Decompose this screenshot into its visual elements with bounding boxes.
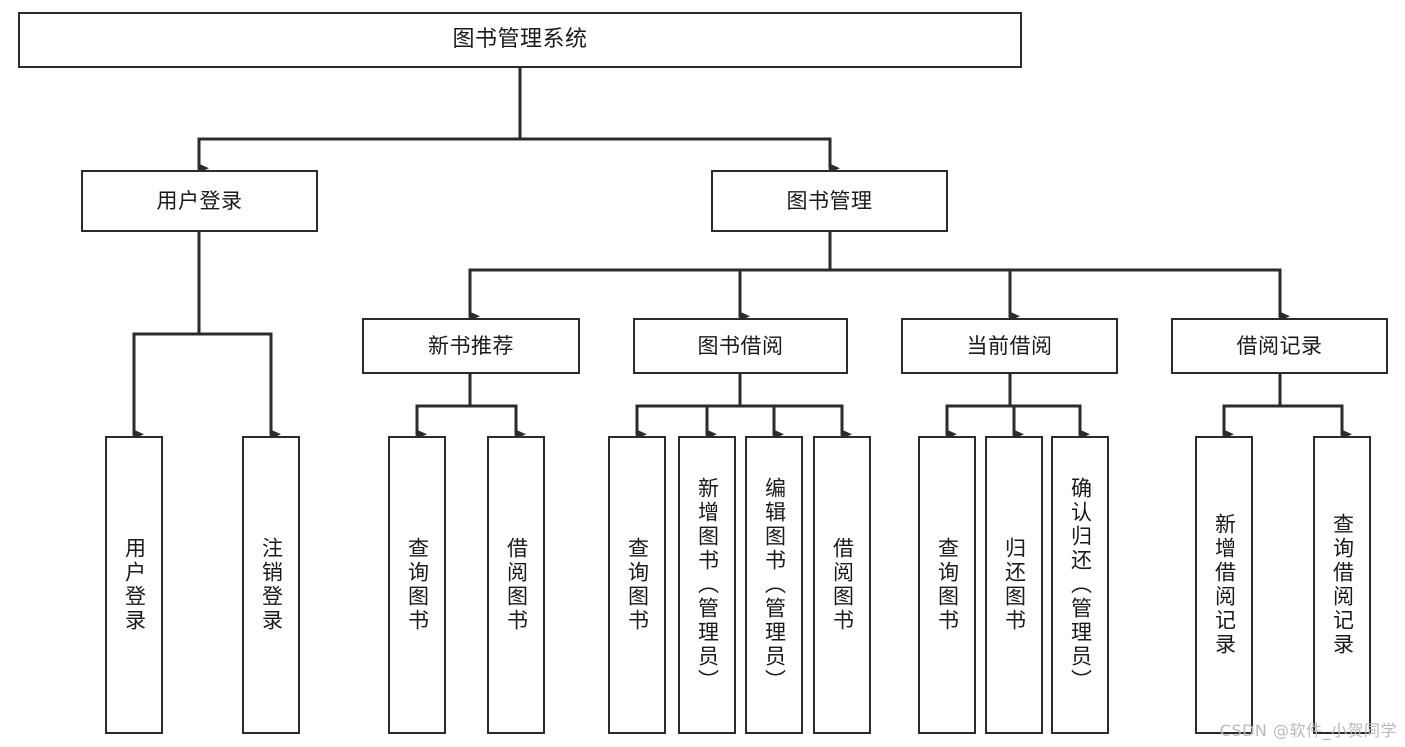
node-current-borrow[interactable]: 当前借阅 <box>901 318 1118 374</box>
node-borrow-record[interactable]: 借阅记录 <box>1171 318 1388 374</box>
node-book-manage[interactable]: 图书管理 <box>711 170 948 232</box>
node-user-login-label: 用户登录 <box>156 188 243 213</box>
node-leaf-query-book-2[interactable]: 查询图书 <box>608 436 666 734</box>
node-leaf-user-login-label: 用户登录 <box>122 537 147 633</box>
node-leaf-user-login[interactable]: 用户登录 <box>105 436 163 734</box>
node-borrow-record-label: 借阅记录 <box>1236 333 1323 358</box>
node-leaf-edit-book-label: 编辑图书（管理员） <box>762 477 787 693</box>
node-leaf-borrow-book-2-label: 借阅图书 <box>830 537 855 633</box>
node-book-borrow[interactable]: 图书借阅 <box>633 318 848 374</box>
node-leaf-confirm-return-label: 确认归还（管理员） <box>1068 477 1093 693</box>
node-root-label: 图书管理系统 <box>452 27 588 53</box>
node-leaf-logout[interactable]: 注销登录 <box>242 436 300 734</box>
node-leaf-borrow-book-1[interactable]: 借阅图书 <box>487 436 545 734</box>
node-leaf-return-book[interactable]: 归还图书 <box>985 436 1043 734</box>
node-leaf-borrow-book-1-label: 借阅图书 <box>504 537 529 633</box>
node-leaf-query-book-2-label: 查询图书 <box>625 537 650 633</box>
node-leaf-edit-book[interactable]: 编辑图书（管理员） <box>745 436 803 734</box>
node-leaf-query-book-1-label: 查询图书 <box>405 537 430 633</box>
node-leaf-add-book-label: 新增图书（管理员） <box>695 477 720 693</box>
node-book-borrow-label: 图书借阅 <box>697 333 784 358</box>
node-leaf-query-book-3-label: 查询图书 <box>935 537 960 633</box>
node-user-login[interactable]: 用户登录 <box>81 170 318 232</box>
node-current-borrow-label: 当前借阅 <box>966 333 1053 358</box>
node-new-book-rec[interactable]: 新书推荐 <box>362 318 580 374</box>
node-leaf-add-record-label: 新增借阅记录 <box>1212 513 1237 657</box>
node-root[interactable]: 图书管理系统 <box>18 12 1022 68</box>
node-leaf-query-book-3[interactable]: 查询图书 <box>918 436 976 734</box>
watermark: CSDN @软件_小贺同学 <box>1219 721 1397 740</box>
node-leaf-return-book-label: 归还图书 <box>1002 537 1027 633</box>
node-leaf-query-book-1[interactable]: 查询图书 <box>388 436 446 734</box>
node-leaf-query-record-label: 查询借阅记录 <box>1330 513 1355 657</box>
node-leaf-query-record[interactable]: 查询借阅记录 <box>1313 436 1371 734</box>
node-leaf-logout-label: 注销登录 <box>259 537 284 633</box>
node-book-manage-label: 图书管理 <box>786 188 873 213</box>
node-leaf-add-book[interactable]: 新增图书（管理员） <box>678 436 736 734</box>
node-leaf-add-record[interactable]: 新增借阅记录 <box>1195 436 1253 734</box>
node-leaf-confirm-return[interactable]: 确认归还（管理员） <box>1051 436 1109 734</box>
node-leaf-borrow-book-2[interactable]: 借阅图书 <box>813 436 871 734</box>
node-new-book-rec-label: 新书推荐 <box>428 333 514 358</box>
